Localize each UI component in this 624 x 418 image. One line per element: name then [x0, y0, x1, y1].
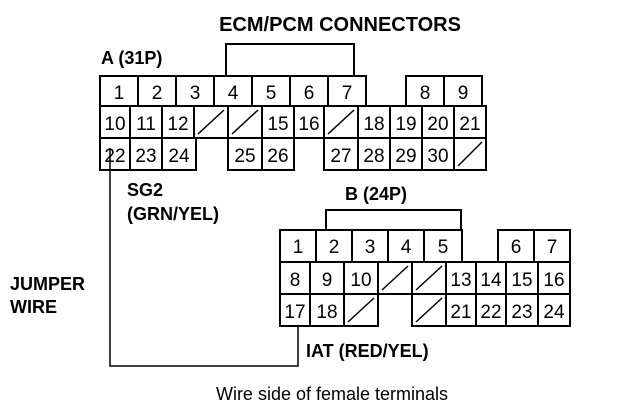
pin-a-25-label: 25	[234, 146, 255, 167]
pin-a-26	[261, 137, 295, 171]
pin-b-15-label: 15	[511, 270, 532, 291]
connector-b-label: B (24P)	[345, 184, 407, 204]
pin-a-30-label: 30	[427, 146, 448, 167]
pin-a-23-label: 23	[135, 146, 156, 167]
pin-a-24-label: 24	[168, 146, 190, 167]
pin-b-13-label: 13	[450, 270, 471, 291]
pin-a-29	[389, 137, 423, 171]
pin-a-22	[99, 137, 131, 171]
pin-a-12-label: 12	[167, 114, 188, 135]
connector-a-row-3: 22 23 24 25 26 27 28 29 30	[99, 137, 487, 171]
pin-a-10	[99, 105, 131, 139]
pin-b-21	[445, 293, 477, 327]
jumper-label-line-2: WIRE	[10, 297, 57, 317]
pin-a-6-label: 6	[304, 83, 315, 104]
pin-a-30	[421, 137, 455, 171]
connector-b-row-2: 8 9 10 13 14 15 16	[279, 261, 571, 295]
pin-a-21-label: 21	[459, 114, 480, 135]
pin-b-22-label: 22	[480, 302, 501, 323]
jumper-label-line-1: JUMPER	[10, 274, 85, 294]
pin-a-22-label: 22	[104, 146, 125, 167]
pin-a-19-label: 19	[395, 114, 416, 135]
pin-b-6-label: 6	[511, 237, 522, 258]
pin-a-23	[129, 137, 163, 171]
pin-a-1-label: 1	[114, 83, 125, 104]
pin-a-18-label: 18	[363, 114, 384, 135]
pin-a-15	[261, 105, 295, 139]
connector-a-row-2: 10 11 12 15 16 18 19 20 21	[99, 105, 487, 139]
pin-b-8-label: 8	[290, 270, 301, 291]
diagram-caption: Wire side of female terminals	[216, 384, 448, 404]
connector-b-row-1: 1 2 3 4 5 6 7	[279, 229, 571, 263]
connector-a-lock-tab	[225, 43, 355, 76]
pin-a-8-label: 8	[420, 83, 431, 104]
pin-a-5-label: 5	[266, 83, 277, 104]
pin-a-15-label: 15	[267, 114, 288, 135]
pin-a-2-label: 2	[152, 83, 163, 104]
pin-b-blank-1-slash	[381, 265, 409, 291]
pin-b-16	[537, 261, 571, 295]
pin-a-4-label: 4	[228, 83, 239, 104]
pin-b-23-label: 23	[511, 302, 532, 323]
pin-b-5-label: 5	[438, 237, 449, 258]
pin-b-22	[475, 293, 507, 327]
sg2-wire-label: SG2	[127, 180, 163, 200]
pin-a-26-label: 26	[267, 146, 288, 167]
pin-a-16-label: 16	[298, 114, 319, 135]
pin-b-9-label: 9	[322, 270, 333, 291]
pin-a-blank-3-slash	[327, 109, 355, 135]
pin-b-21-label: 21	[450, 302, 471, 323]
pin-a-3-label: 3	[190, 83, 201, 104]
pin-b-4-label: 4	[401, 237, 412, 258]
pin-a-11-label: 11	[136, 114, 156, 135]
pin-a-19	[389, 105, 423, 139]
pin-a-blank-2-slash	[231, 109, 259, 135]
pin-b-blank-2-slash	[415, 265, 443, 291]
pin-a-9-label: 9	[458, 83, 469, 104]
connector-a-label: A (31P)	[101, 48, 162, 68]
pin-b-blank-4-slash	[415, 297, 443, 323]
pin-b-7	[533, 229, 571, 263]
pin-b-14-label: 14	[480, 270, 502, 291]
pin-b-3-label: 3	[365, 237, 376, 258]
pin-a-21	[453, 105, 487, 139]
pin-b-16-label: 16	[543, 270, 564, 291]
pin-a-20-label: 20	[427, 114, 448, 135]
pin-a-27-label: 27	[330, 146, 351, 167]
pin-a-7-label: 7	[342, 83, 353, 104]
pin-b-24-label: 24	[543, 302, 565, 323]
diagram-title: ECM/PCM CONNECTORS	[219, 14, 461, 36]
pin-a-blank-4-slash	[457, 141, 483, 167]
connector-b-lock-tab	[325, 209, 462, 230]
pin-b-24	[537, 293, 571, 327]
pin-a-29-label: 29	[395, 146, 416, 167]
pin-a-blank-1-slash	[197, 109, 225, 135]
pin-a-24	[161, 137, 197, 171]
pin-b-17-label: 17	[284, 302, 305, 323]
iat-wire-label: IAT (RED/YEL)	[306, 341, 429, 361]
connector-a-row-1: 1 2 3 4 5 6 7 8 9	[99, 75, 483, 107]
connector-b-row-3: 17 18 21 22 23 24	[279, 293, 571, 327]
pin-a-8	[405, 75, 445, 107]
pin-b-1-label: 1	[293, 237, 304, 258]
pin-a-25	[227, 137, 263, 171]
jumper-wire	[109, 148, 299, 367]
pin-a-10-label: 10	[104, 114, 125, 135]
pin-b-18-label: 18	[316, 302, 337, 323]
pin-b-10-label: 10	[350, 270, 371, 291]
pin-b-blank-3-slash	[347, 297, 375, 323]
pin-a-28-label: 28	[363, 146, 384, 167]
pin-b-7-label: 7	[547, 237, 558, 258]
sg2-wire-color-label: (GRN/YEL)	[127, 204, 219, 224]
pin-b-18	[309, 293, 345, 327]
pin-b-2-label: 2	[329, 237, 340, 258]
pin-a-16	[293, 105, 325, 139]
